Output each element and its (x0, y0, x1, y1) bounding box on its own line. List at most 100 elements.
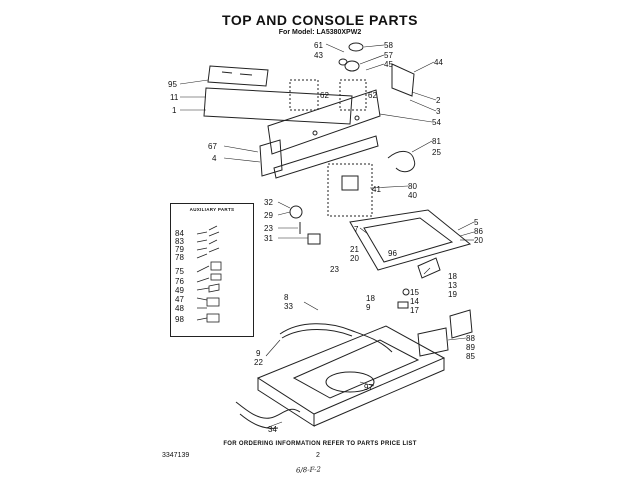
callout: 75 (175, 267, 184, 276)
switch-44 (391, 63, 415, 97)
callout: 20 (350, 254, 359, 263)
console-lower-panel (259, 139, 283, 177)
ordering-note: FOR ORDERING INFORMATION REFER TO PARTS … (223, 441, 417, 447)
callout: 1 (172, 106, 177, 115)
part-17 (397, 301, 409, 309)
callout: 34 (268, 425, 277, 434)
callout: 84 (175, 229, 184, 238)
callout: 58 (384, 41, 393, 50)
wire-harness-8 (279, 323, 393, 353)
callout: 25 (432, 148, 441, 157)
console-panel-back (203, 87, 353, 125)
callout: 54 (432, 118, 441, 127)
callout: 78 (175, 253, 184, 262)
knob-58 (348, 42, 364, 52)
callout: 96 (388, 249, 397, 258)
callout: 45 (384, 60, 393, 69)
diagram-title: TOP AND CONSOLE PARTS (222, 12, 418, 28)
knob-insert (338, 58, 348, 66)
lid-switch (417, 327, 449, 357)
callout: 41 (372, 185, 381, 194)
callout: 9 (256, 349, 261, 358)
rear-bracket-slots (221, 71, 253, 76)
callout: 18 (448, 272, 457, 281)
timer-box-41 (327, 163, 373, 217)
page-number: 2 (316, 452, 320, 459)
part-31 (307, 233, 321, 245)
callout: 85 (466, 352, 475, 361)
callout: 61 (314, 41, 323, 50)
callout: 88 (466, 334, 475, 343)
callout: 9 (366, 303, 371, 312)
callout: 3 (436, 107, 441, 116)
switch-box-62a (289, 79, 319, 111)
callout: 80 (408, 182, 417, 191)
knob-57 (344, 60, 360, 72)
callout: 95 (168, 80, 177, 89)
callout: 89 (466, 343, 475, 352)
callout: 97 (364, 383, 373, 392)
lid-opening (292, 339, 420, 399)
part-15 (402, 288, 410, 296)
callout: 57 (384, 51, 393, 60)
callout: 18 (366, 294, 375, 303)
callout: 76 (175, 277, 184, 286)
document-part-number: 3347139 (162, 452, 190, 459)
console-base-rail (273, 135, 379, 179)
cabinet-top (256, 325, 446, 415)
callout: 86 (474, 227, 483, 236)
callout: 40 (408, 191, 417, 200)
callout: 8 (284, 293, 289, 302)
callout: 49 (175, 286, 184, 295)
tub-opening (325, 371, 375, 393)
callout: 79 (175, 245, 184, 254)
callout: 2 (436, 96, 441, 105)
hinge-18 (417, 257, 441, 279)
callout: 67 (208, 142, 217, 151)
console-hole (354, 115, 360, 121)
switch-bracket (449, 309, 473, 339)
part-29 (289, 205, 303, 219)
lid-frame (349, 209, 472, 271)
callout: 83 (175, 237, 184, 246)
callout: 7 (354, 225, 359, 234)
callout: 13 (448, 281, 457, 290)
rear-bracket (207, 65, 269, 87)
callout: 33 (284, 302, 293, 311)
callout: 29 (264, 211, 273, 220)
timer (341, 175, 359, 191)
console-hole (312, 130, 318, 136)
callout: 15 (410, 288, 419, 297)
callout: 32 (264, 198, 273, 207)
callout: 11 (170, 93, 179, 102)
callout: 81 (432, 137, 441, 146)
callout: 98 (175, 315, 184, 324)
callout: 62 (368, 91, 377, 100)
callout: 4 (212, 154, 217, 163)
cabinet-top-front (257, 378, 315, 427)
auxiliary-parts-box: AUXILIARY PARTS 84 83 79 78 75 76 49 47 … (170, 203, 254, 337)
auxiliary-parts-drawing: 84 83 79 78 75 76 49 47 48 98 (175, 225, 222, 324)
callout: 19 (448, 290, 457, 299)
callout: 17 (410, 306, 419, 315)
callout: 22 (254, 358, 263, 367)
callout: 23 (264, 224, 273, 233)
lid-inner (363, 217, 454, 263)
callout: 62 (320, 91, 329, 100)
callout: 47 (175, 295, 184, 304)
wire-harness-34 (235, 401, 301, 419)
callout: 14 (410, 297, 419, 306)
callout: 31 (264, 234, 273, 243)
callout: 44 (434, 58, 443, 67)
wire-harness-81 (387, 151, 416, 173)
callout: 21 (350, 245, 359, 254)
callout: 20 (474, 236, 483, 245)
auxiliary-parts-title: AUXILIARY PARTS (189, 207, 235, 212)
switch-box-62b (339, 79, 367, 111)
handwritten-note: 6/8-F-2 (295, 465, 322, 475)
callout: 23 (330, 265, 339, 274)
callout: 48 (175, 304, 184, 313)
callout: 43 (314, 51, 323, 60)
callout: 5 (474, 218, 479, 227)
